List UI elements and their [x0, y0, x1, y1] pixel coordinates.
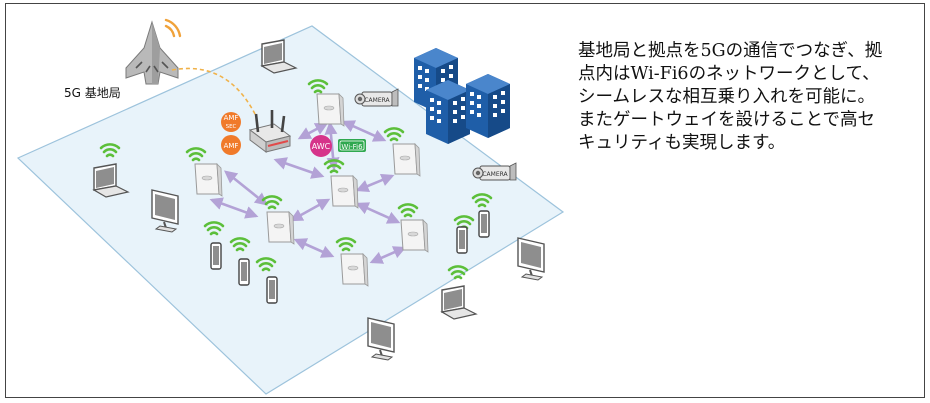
smartphone-icon	[238, 258, 250, 286]
5g-link-dashed	[171, 67, 257, 117]
smartphone-icon	[478, 210, 490, 238]
camera-label: CAMERA	[482, 171, 508, 178]
mesh-links	[209, 120, 407, 264]
access-point-icon	[316, 93, 345, 127]
monitor-icon	[517, 237, 545, 281]
amf-sec-badge: AMF SEC	[221, 112, 241, 132]
base-station-label: 5G 基地局	[64, 86, 121, 100]
camera-label: CAMERA	[364, 97, 390, 104]
building-icon	[466, 74, 510, 138]
description-line: 基地局と拠点を5Gの通信でつなぎ、拠	[578, 41, 883, 61]
wifi6-badge: Wi-Fi6	[338, 139, 366, 152]
gateway-router-icon	[248, 110, 292, 153]
awc-label: AWC	[312, 142, 331, 151]
camera-icon: CAMERA	[472, 162, 517, 181]
smartphone-icon	[456, 226, 468, 254]
description-line: またゲートウェイを設けることで高セ	[578, 110, 875, 130]
laptop-icon	[441, 285, 477, 320]
camera-icon: CAMERA	[354, 88, 399, 107]
base-station-icon	[125, 20, 179, 85]
wifi6-label: Wi-Fi6	[341, 143, 363, 151]
description-line: シームレスな相互乗り入れを可能に。	[578, 87, 875, 107]
access-point-icon	[330, 175, 359, 209]
smartphone-icon	[210, 242, 222, 270]
access-point-icon	[194, 163, 223, 197]
amf-sec-sublabel: SEC	[226, 124, 237, 130]
base-station-signal-icon	[164, 18, 182, 38]
amf-label: AMF	[224, 142, 239, 150]
building-icon	[426, 80, 470, 144]
access-point-icon	[266, 211, 295, 245]
monitor-icon	[367, 317, 395, 361]
amf-sec-label: AMF	[224, 114, 239, 122]
description-text: 基地局と拠点を5Gの通信でつなぎ、拠 点内はWi-Fi6のネットワークとして、 …	[578, 40, 908, 155]
access-point-icon	[340, 253, 369, 287]
amf-badge: AMF	[221, 135, 241, 155]
access-point-icon	[400, 219, 429, 253]
access-point-icon	[392, 143, 421, 177]
description-line: キュリティも実現します。	[578, 133, 786, 153]
awc-badge: AWC	[310, 135, 332, 157]
description-line: 点内はWi-Fi6のネットワークとして、	[578, 64, 880, 84]
smartphone-icon	[266, 276, 278, 304]
